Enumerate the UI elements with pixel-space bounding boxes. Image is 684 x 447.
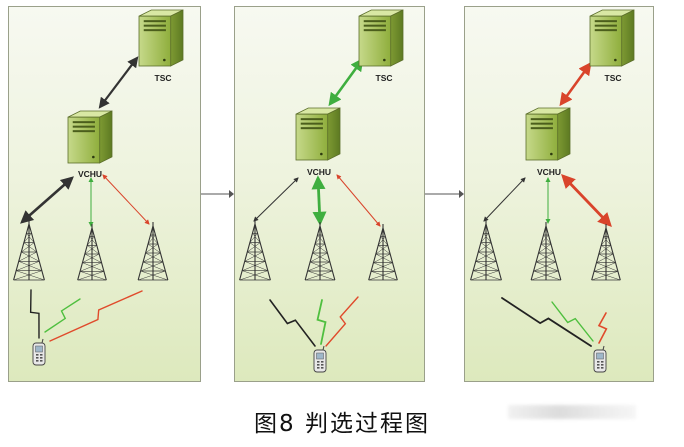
- server-icon: [67, 110, 113, 164]
- stage-arrow-1: [201, 190, 234, 198]
- server-icon: [358, 9, 404, 67]
- radio-tower-icon: [137, 222, 169, 281]
- stage-arrow-2: [425, 190, 464, 198]
- radio-tower-icon: [239, 220, 271, 281]
- server-icon: [589, 9, 635, 67]
- tsc-label: TSC: [154, 73, 172, 83]
- radio-tower-icon: [368, 224, 398, 281]
- tsc-vchu-link: [328, 57, 364, 107]
- lightning-signal-icon: [501, 297, 592, 347]
- radio-tower-icon: [77, 224, 107, 281]
- figure-caption: 图8 判选过程图: [254, 411, 430, 437]
- tsc-label: TSC: [604, 73, 622, 83]
- lightning-signal-icon: [29, 289, 40, 339]
- radio-tower-icon: [13, 220, 45, 281]
- lightning-signal-icon: [44, 298, 81, 333]
- vchu-tower-link: [483, 177, 526, 222]
- lightning-signal-icon: [49, 290, 143, 342]
- watermark-blur: [508, 405, 636, 419]
- radio-tower-icon: [530, 222, 562, 281]
- vchu-tower-link: [561, 173, 612, 228]
- tsc-vchu-link: [559, 61, 592, 107]
- radio-tower-icon: [304, 222, 336, 281]
- server-icon: [138, 9, 184, 67]
- vchu-tower-link: [102, 174, 150, 225]
- server-icon: [295, 107, 341, 161]
- panel-3-graphics: [470, 9, 635, 373]
- tsc-label: TSC: [375, 73, 393, 83]
- vchu-tower-link: [336, 174, 381, 227]
- lightning-signal-icon: [551, 301, 594, 342]
- mobile-phone-icon: [32, 338, 46, 366]
- lightning-signal-icon: [269, 299, 316, 347]
- vchu-label: VCHU: [536, 167, 562, 177]
- vchu-tower-link: [311, 175, 327, 226]
- server-icon: [525, 107, 571, 161]
- mobile-phone-icon: [313, 345, 327, 373]
- radio-tower-icon: [470, 220, 502, 281]
- radio-tower-icon: [591, 224, 621, 281]
- vchu-tower-link: [20, 176, 74, 224]
- vchu-label: VCHU: [77, 169, 103, 179]
- panel-2-graphics: [239, 9, 404, 373]
- mobile-phone-icon: [593, 345, 607, 373]
- lightning-signal-icon: [597, 312, 608, 344]
- panel-1-graphics: [13, 9, 184, 366]
- vchu-tower-link: [253, 177, 299, 222]
- tsc-vchu-link: [98, 56, 139, 109]
- vchu-label: VCHU: [306, 167, 332, 177]
- lightning-signal-icon: [325, 296, 359, 347]
- lightning-signal-icon: [316, 299, 327, 345]
